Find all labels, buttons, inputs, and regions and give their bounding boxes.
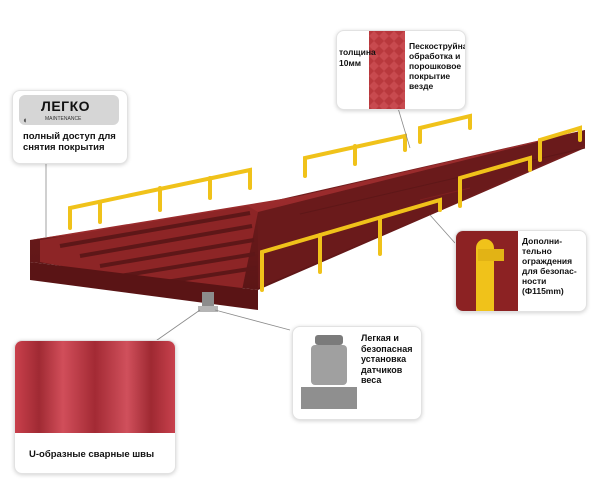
legko-subtitle: MAINTENANCE [45,116,82,122]
thickness-label: толщина 10мм [339,47,376,68]
u-weld-detail [15,341,175,433]
sensor-card: Легкая и безопасная установка датчиков в… [292,326,422,420]
welds-label: U-образные сварные швы [29,449,155,460]
weighbridge-deck [30,130,586,312]
wrench-icon: ◖ [22,115,28,125]
coating-card: толщина 10мм Пескоструйная обработка и п… [336,30,466,110]
legko-badge: ◖ ЛЕГКО MAINTENANCE [19,95,119,125]
railing-label: Дополни- тельно ограждения для безопас- … [522,236,577,296]
sensors-label: Легкая и безопасная установка датчиков в… [361,333,413,385]
railing-card: Дополни- тельно ограждения для безопас- … [455,230,587,312]
plate-pattern [369,31,405,109]
load-cell-sensor [301,335,357,415]
sandblast-label: Пескоструйная обработка и порошковое пок… [409,41,465,91]
u-weld-card: U-образные сварные швы [14,340,176,474]
legko-title: ЛЕГКО [41,98,91,114]
legko-caption: полный доступ для снятия покрытия [23,131,116,153]
rail-post-detail [456,231,518,311]
easy-maintenance-card: ◖ ЛЕГКО MAINTENANCE полный доступ для сн… [12,90,128,164]
safety-railings [68,113,582,292]
